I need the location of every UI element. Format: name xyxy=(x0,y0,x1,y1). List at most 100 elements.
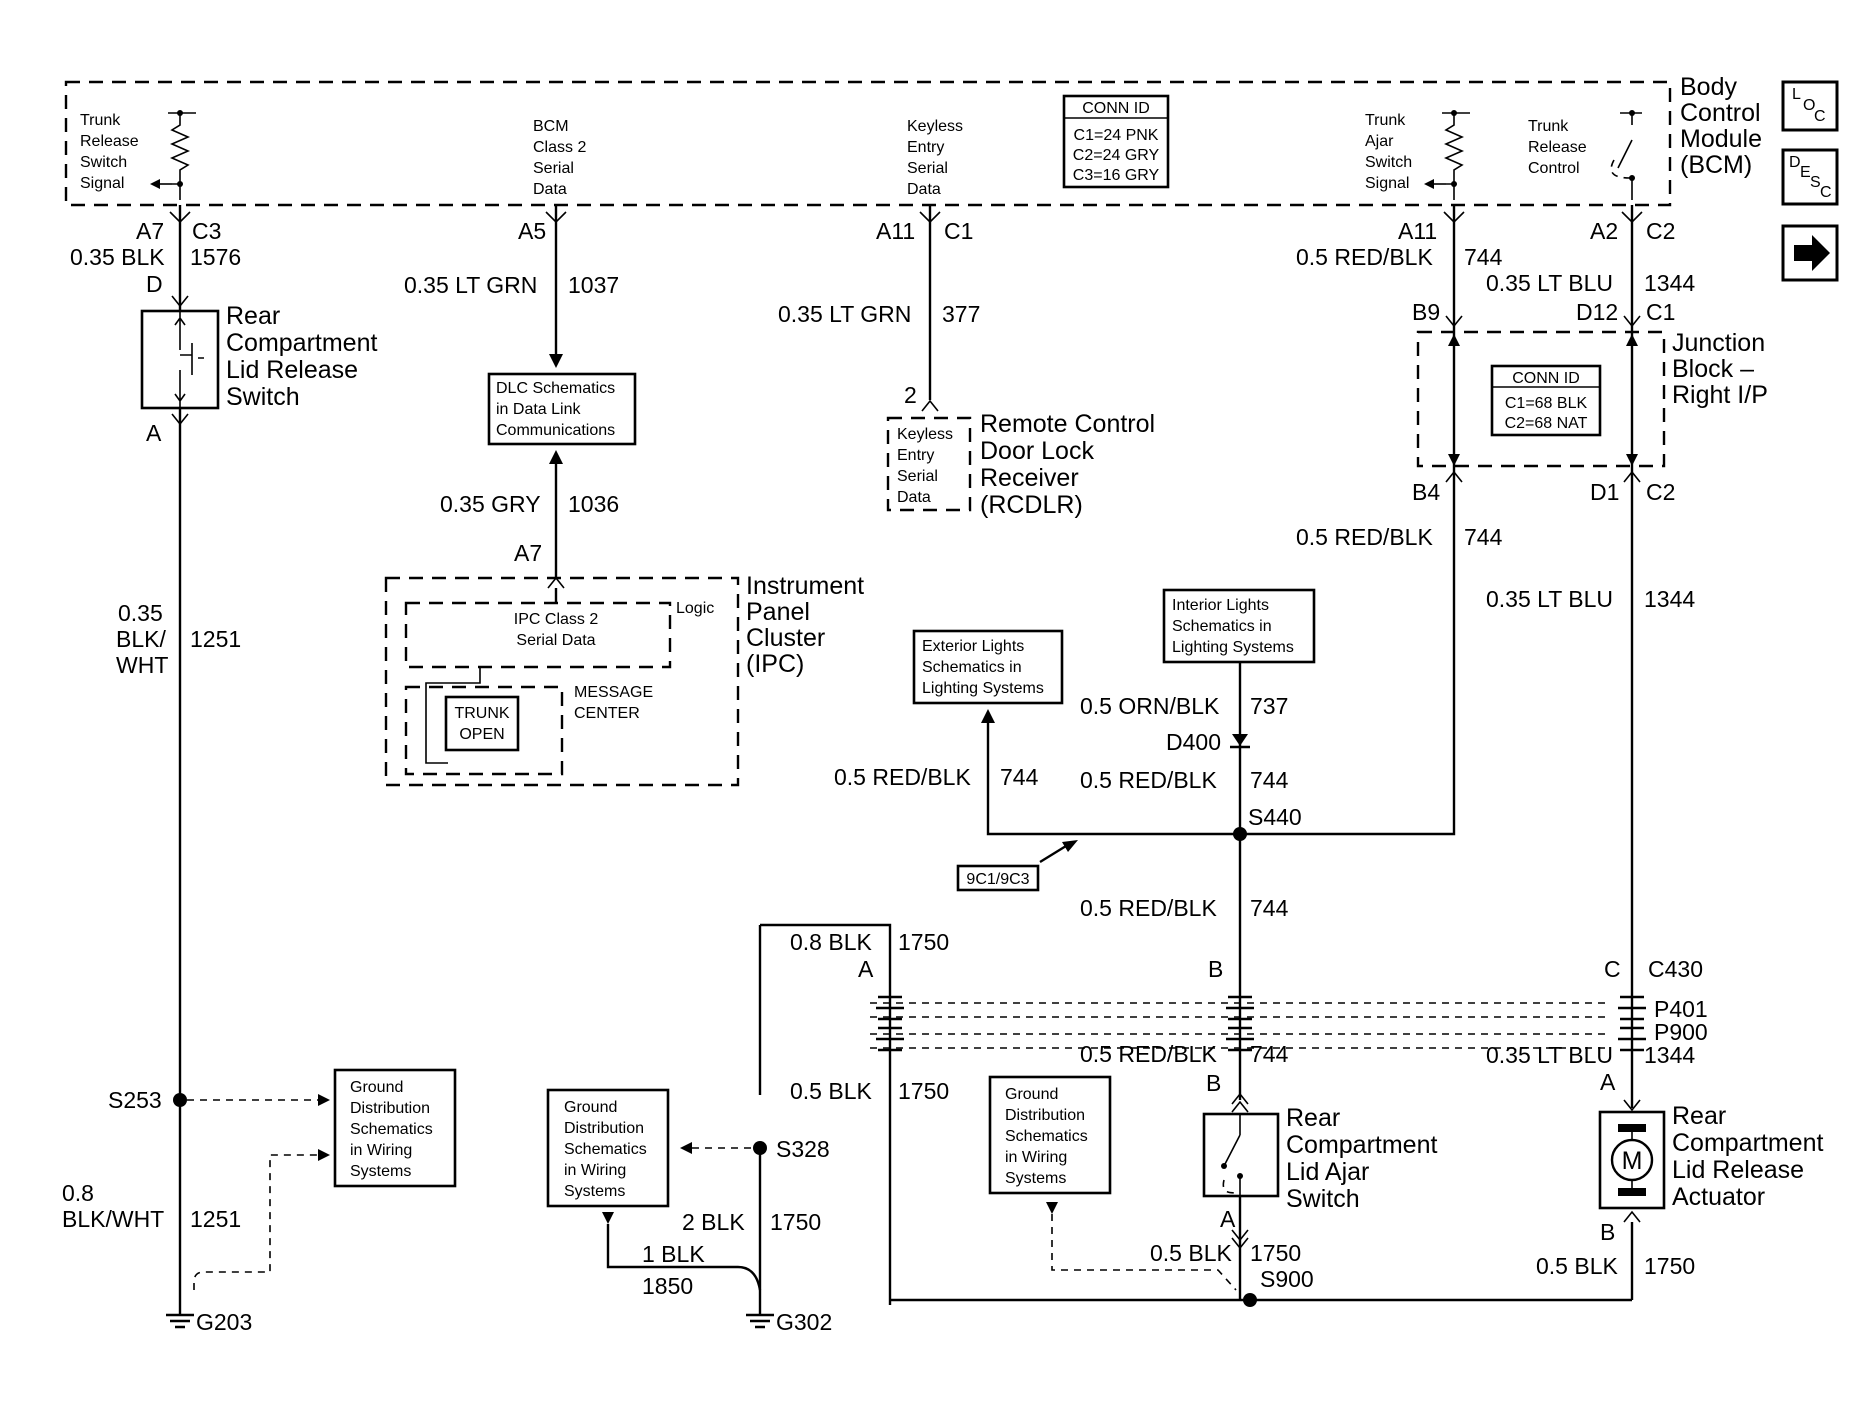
bcm-trs-label-4: Signal xyxy=(80,175,124,192)
gdb-mid-5: Systems xyxy=(564,1183,625,1200)
ground-g203: G203 xyxy=(196,1309,252,1335)
actuator-name-2: Compartment xyxy=(1672,1129,1823,1157)
lower-ground-section: 0.5 BLK 1750 0.5 RED/BLK 744 0.35 LT BLU… xyxy=(546,1041,1823,1335)
ground-g302: G302 xyxy=(776,1309,832,1335)
splice-s440-dot xyxy=(1233,827,1247,841)
wire-orn-blk: 0.5 ORN/BLK xyxy=(1080,693,1220,719)
splice-s900: S900 xyxy=(1260,1266,1314,1292)
jb-conn-c2-value: C2=68 NAT xyxy=(1505,415,1588,432)
gdb-left-3: Schematics xyxy=(350,1121,433,1138)
actuator-name-3: Lid Release xyxy=(1672,1156,1804,1184)
ipc-module-outline xyxy=(384,576,740,787)
jb-conn-c1: C1 xyxy=(1646,299,1675,325)
exterior-lights-link[interactable]: Exterior Lights Schematics in Lighting S… xyxy=(912,629,1064,705)
jb-pin-b9: B9 xyxy=(1412,299,1440,325)
circuit-1344-lower: 1344 xyxy=(1644,1042,1695,1068)
wire-red-blk-after-diode: 0.5 RED/BLK xyxy=(1080,767,1217,793)
dlc-box-1: DLC Schematics xyxy=(496,380,615,397)
wire-0-35-lt-blu-mid: 0.35 LT BLU xyxy=(1486,586,1613,612)
circuit-1750-top: 1750 xyxy=(898,929,949,955)
ipc-serial-1: IPC Class 2 xyxy=(514,611,599,628)
circuit-744-mid: 744 xyxy=(1464,524,1503,550)
switch-pin-d: D xyxy=(146,271,163,297)
bcm-pin-a2: A2 xyxy=(1590,218,1618,244)
bcm-name-4: (BCM) xyxy=(1680,151,1752,179)
bcm-tas-label-4: Signal xyxy=(1365,175,1409,192)
loc-button[interactable]: L O C xyxy=(1781,80,1839,132)
circuit-377: 377 xyxy=(942,301,980,327)
bcm-name-3: Module xyxy=(1680,125,1762,153)
circuit-744-after-diode: 744 xyxy=(1250,767,1289,793)
desc-button[interactable]: D E S C xyxy=(1781,148,1839,206)
actuator-pin-a: A xyxy=(1600,1069,1616,1095)
bcm-pin-a11-744: A11 xyxy=(1398,218,1437,244)
wire-0-5-blk-lower: 0.5 BLK xyxy=(790,1078,872,1104)
ground-distribution-box-left: Ground Distribution Schematics in Wiring… xyxy=(333,1068,457,1188)
bcm-class2-1: BCM xyxy=(533,118,569,135)
bcm-conn-c2: C2 xyxy=(1646,218,1675,244)
rcdlr-pin-2: 2 xyxy=(904,382,917,408)
bcm-tas-label-1: Trunk xyxy=(1365,112,1406,129)
desc-letter-s: S xyxy=(1810,174,1821,191)
wire-0-35-gry: 0.35 GRY xyxy=(440,491,541,517)
release-switch-name-1: Rear xyxy=(226,302,280,330)
int-lights-2: Schematics in xyxy=(1172,618,1272,635)
bcm-class2-3: Serial xyxy=(533,160,574,177)
bcm-pin-a11-c1: A11 xyxy=(876,218,915,244)
splice-s440: S440 xyxy=(1248,804,1302,830)
ext-lights-1: Exterior Lights xyxy=(922,638,1024,655)
ground-distribution-link-right[interactable]: Ground Distribution Schematics in Wiring… xyxy=(988,1075,1112,1195)
loc-letter-o: O xyxy=(1803,97,1815,114)
circuit-737: 737 xyxy=(1250,693,1288,719)
circuit-1750-lower: 1750 xyxy=(898,1078,949,1104)
rcdlr-circuit: A11 C1 0.35 LT GRN 377 2 Keyless Entry S… xyxy=(778,205,1155,519)
gdb-left-4: in Wiring xyxy=(350,1142,412,1159)
wire-0-5-red-blk-mid: 0.5 RED/BLK xyxy=(1296,524,1433,550)
jb-name-3: Right I/P xyxy=(1672,381,1768,409)
bcm-trc-label-3: Control xyxy=(1528,160,1580,177)
circuit-1850: 1850 xyxy=(642,1273,693,1299)
bcm-class2-2: Class 2 xyxy=(533,139,586,156)
next-page-button[interactable] xyxy=(1781,224,1839,282)
ajar-circuit-744: A11 0.5 RED/BLK 744 B9 B4 0.5 RED/BLK 74… xyxy=(1240,205,1503,836)
c430-pin-b: B xyxy=(1208,956,1223,982)
loc-letter-c: C xyxy=(1814,108,1826,125)
bcm-class2-4: Data xyxy=(533,181,567,198)
ajar-switch-name-2: Compartment xyxy=(1286,1131,1437,1159)
jb-conn-title: CONN ID xyxy=(1512,370,1580,387)
bcm-pin-a5: A5 xyxy=(518,218,546,244)
bcm-conn-c1-rcdlr: C1 xyxy=(944,218,973,244)
ipc-name-3: Cluster xyxy=(746,624,825,652)
ajar-pin-b: B xyxy=(1206,1070,1221,1096)
jb-name-2: Block – xyxy=(1672,355,1754,383)
bcm-keyless-2: Entry xyxy=(907,139,944,156)
circuit-744-lower: 744 xyxy=(1250,1041,1289,1067)
ipc-name-2: Panel xyxy=(746,598,810,626)
bcm-trc-label-1: Trunk xyxy=(1528,118,1569,135)
c430-pin-a: A xyxy=(858,956,874,982)
wire-2-blk: 2 BLK xyxy=(682,1209,745,1235)
ajar-switch-box xyxy=(1202,1112,1280,1198)
circuit-744-top: 744 xyxy=(1464,244,1503,270)
wire-0-5-red-blk-top: 0.5 RED/BLK xyxy=(1296,244,1433,270)
rcdlr-inner-2: Entry xyxy=(897,447,934,464)
gdb-mid-1: Ground xyxy=(564,1099,617,1116)
wire-act-gnd: 0.5 BLK xyxy=(1536,1253,1618,1279)
release-circuit-1344: A2 C2 0.35 LT BLU 1344 D12 C1 D1 C2 0.35… xyxy=(1486,205,1695,1108)
jb-pin-b4: B4 xyxy=(1412,479,1440,505)
jb-pin-d12: D12 xyxy=(1576,299,1618,325)
c430-pin-c: C xyxy=(1604,956,1621,982)
bcm-conn-c3: C3 xyxy=(192,218,221,244)
interior-lights-link[interactable]: Interior Lights Schematics in Lighting S… xyxy=(1162,588,1316,664)
wire-blk-label: BLK/ xyxy=(116,626,166,652)
dlc-schematics-link[interactable]: DLC Schematics in Data Link Communicatio… xyxy=(487,372,637,446)
rcdlr-inner-1: Keyless xyxy=(897,426,953,443)
pullup-resistor-icon xyxy=(1424,110,1470,200)
ajar-switch-name-1: Rear xyxy=(1286,1104,1340,1132)
gdb-left-2: Distribution xyxy=(350,1100,430,1117)
relay-switch-icon xyxy=(1610,110,1642,200)
ground-distribution-link-mid[interactable]: Ground Distribution Schematics in Wiring… xyxy=(546,1088,670,1208)
rcdlr-name-4: (RCDLR) xyxy=(980,491,1083,519)
ground-g302-icon xyxy=(746,1300,774,1329)
wire-ext-red-blk: 0.5 RED/BLK xyxy=(834,764,971,790)
